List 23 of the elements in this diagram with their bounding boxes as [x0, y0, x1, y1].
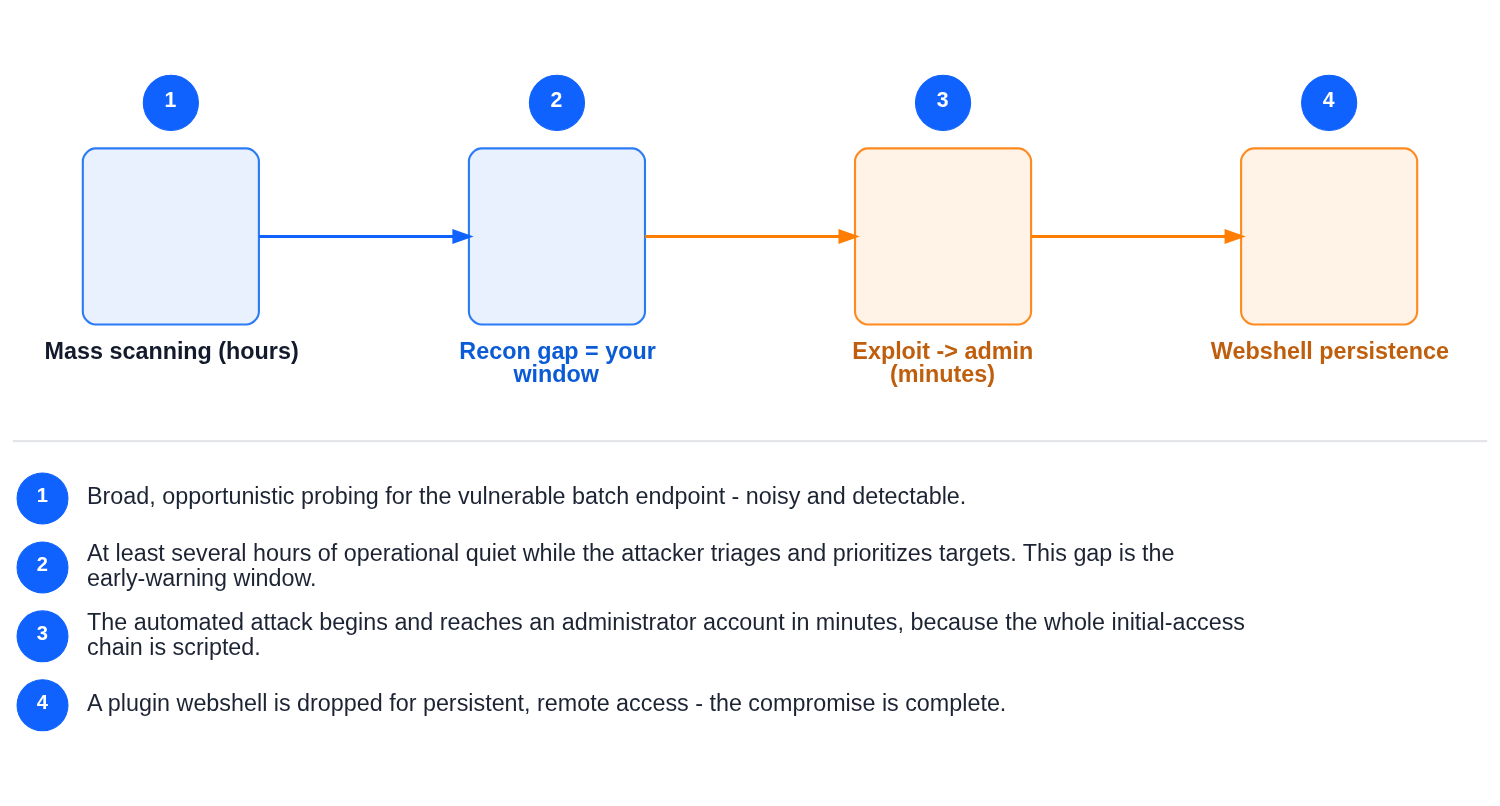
- node-circle: 4: [16, 679, 69, 732]
- arrow: [1031, 229, 1246, 244]
- node-box: [81, 147, 260, 326]
- arrow: [259, 229, 474, 244]
- node-circle: 2: [16, 541, 69, 594]
- node-label: Webshell persistence: [1210, 338, 1450, 365]
- node-circle: 4: [1301, 74, 1358, 131]
- node-label: Exploit -> admin (minutes): [852, 338, 1034, 388]
- node-label: Recon gap = your window: [459, 338, 656, 388]
- node-box: [467, 147, 647, 326]
- node-circle: 3: [16, 610, 69, 663]
- node-box: [1240, 147, 1419, 326]
- node-circle: 3: [914, 74, 972, 131]
- node-circle: 2: [528, 74, 586, 131]
- node-label: A plugin webshell is dropped for persistent, remote access - the compromise is complete.: [87, 690, 1007, 717]
- node-label: At least several hours of operational quiet while the attacker triages and prioritizes targets. This gap is the early-warning window.: [87, 539, 1175, 592]
- node-label: The automated attack begins and reaches an administrator account in minutes, because the whole initial-access chain is scripted.: [87, 608, 1246, 661]
- node-circle: 1: [142, 74, 199, 131]
- node-label: Broad, opportunistic probing for the vulnerable batch endpoint - noisy and detectable.: [87, 483, 967, 510]
- node-circle: 1: [16, 472, 69, 525]
- node-label: Mass scanning (hours): [44, 338, 299, 365]
- node-box: [853, 147, 1033, 326]
- arrow: [645, 229, 860, 244]
